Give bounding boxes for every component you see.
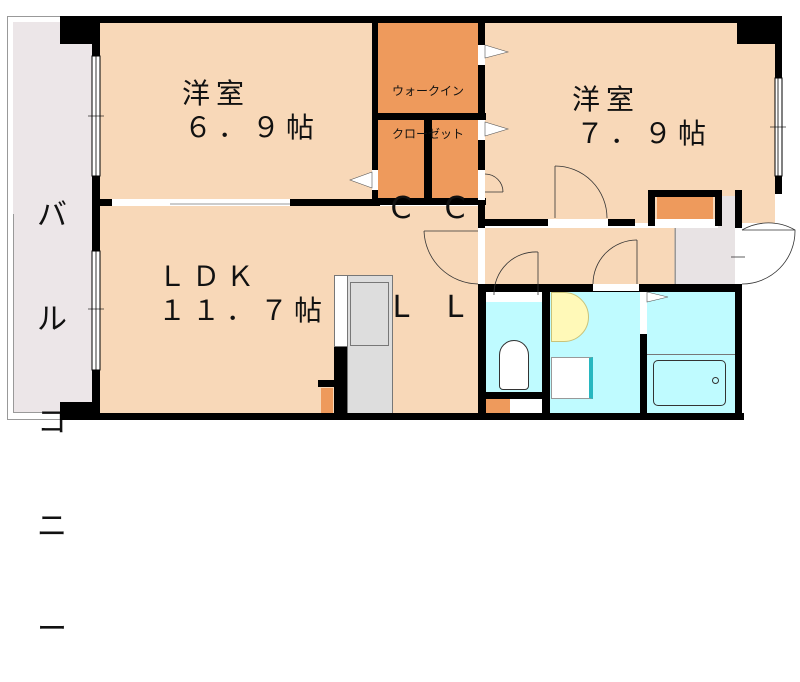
- floorplan-walls: [60, 16, 796, 420]
- western-room-2-size: ７．９帖: [576, 117, 713, 150]
- room-western-1: [100, 23, 372, 199]
- bathtub-line: [647, 354, 735, 355]
- balcony-lower: [13, 214, 93, 413]
- ldk-size: １１．７帖: [158, 294, 329, 327]
- ldk-name: ＬＤＫ: [158, 260, 261, 293]
- entrance-step: [718, 196, 735, 228]
- walk-in-closet-line1: ウォークイン: [391, 83, 464, 98]
- bathtub: [653, 360, 726, 406]
- room-ldk: [100, 206, 480, 413]
- walk-in-closet-label: ウォークイン クローゼット: [378, 55, 478, 156]
- western-room-2-name: 洋室: [572, 83, 641, 116]
- closet-2-line1: C: [444, 191, 466, 226]
- shoe-cabinet: [657, 197, 713, 219]
- closet-2: [432, 120, 478, 198]
- kitchen-counter-white: [334, 275, 347, 347]
- bathtub-drain: [712, 377, 719, 384]
- balcony-char: バ: [37, 198, 67, 233]
- walk-in-closet-line2: クローゼット: [391, 126, 464, 141]
- room-western-2: [485, 23, 775, 223]
- refrigerator-inner: [350, 282, 389, 346]
- balcony-char: ル: [37, 301, 67, 337]
- balcony: [13, 22, 93, 214]
- closet-2-line2: L: [446, 290, 464, 325]
- bathroom: [647, 292, 735, 413]
- toilet-small-storage: [486, 399, 510, 413]
- washing-machine-space: [551, 357, 593, 399]
- ldk-small-storage: [321, 388, 333, 413]
- closet-1-label: C L: [378, 126, 424, 357]
- closet-1: [378, 120, 424, 198]
- closet-1-line2: L: [392, 290, 410, 325]
- hallway: [485, 228, 675, 284]
- western-room-1-size: ６．９帖: [184, 111, 321, 144]
- toilet: [499, 340, 529, 390]
- balcony-char: ニ: [37, 508, 67, 544]
- walk-in-closet: [378, 23, 478, 113]
- western-room-1-name: 洋室: [182, 77, 251, 110]
- closet-1-line1: C: [390, 191, 412, 226]
- balcony-frame: [7, 16, 67, 420]
- balcony-char: ー: [37, 612, 67, 647]
- closet-2-label: C L: [432, 126, 478, 357]
